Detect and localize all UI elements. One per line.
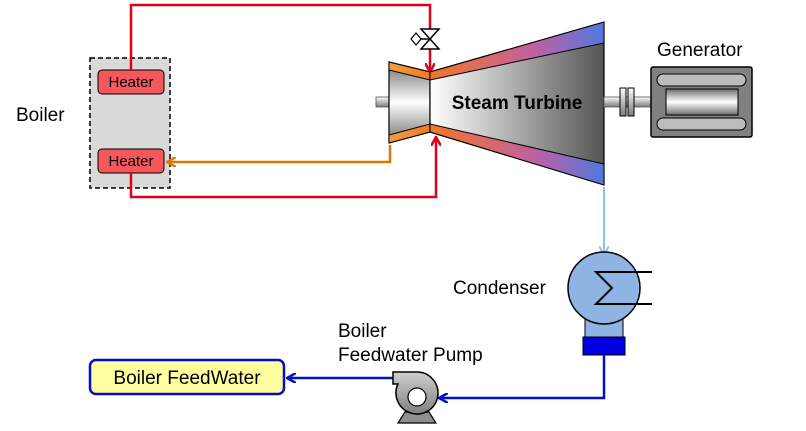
turbine-label: Steam Turbine — [452, 93, 583, 114]
feedwater-box — [88, 358, 286, 396]
boiler-label: Boiler — [16, 105, 65, 126]
generator: Generator — [650, 40, 753, 138]
control-valve-icon — [410, 28, 441, 50]
feedwater-pump: Boiler Feedwater Pump — [338, 321, 483, 424]
feedwater-label: Boiler FeedWater — [113, 368, 261, 389]
heater-top: Heater — [97, 69, 165, 95]
generator-fin-bottom — [656, 117, 747, 131]
condenser-label: Condenser — [453, 278, 547, 299]
pump-label-line2: Feedwater Pump — [338, 345, 483, 366]
coupling-flange-right — [627, 87, 635, 117]
lp-top-edge — [429, 21, 605, 81]
lp-bottom-edge — [429, 123, 605, 186]
coupling-flange-left — [619, 87, 627, 117]
generator-rotor — [665, 88, 739, 116]
condensate-line — [440, 355, 606, 398]
reheat-steam-line — [129, 138, 436, 199]
main-steam-line — [129, 3, 430, 71]
heater-bottom: Heater — [97, 148, 165, 174]
generator-label: Generator — [657, 40, 743, 61]
boiler-feedwater: Boiler FeedWater — [88, 358, 286, 396]
heater-top-label: Heater — [108, 74, 153, 91]
hotwell — [582, 336, 626, 356]
turbine-shaft-left — [375, 96, 391, 108]
pump-label-line1: Boiler — [338, 321, 387, 342]
cooling-coil-icon — [593, 271, 652, 305]
shaft-coupling — [603, 87, 653, 117]
heater-bottom-label: Heater — [108, 153, 153, 170]
generator-fin-top — [656, 73, 747, 87]
condenser: Condenser — [453, 251, 652, 356]
steam-turbine: Steam Turbine — [375, 21, 605, 186]
pump-impeller-icon — [407, 387, 427, 407]
reheat-return-line — [168, 145, 392, 162]
condenser-shell — [567, 251, 641, 325]
